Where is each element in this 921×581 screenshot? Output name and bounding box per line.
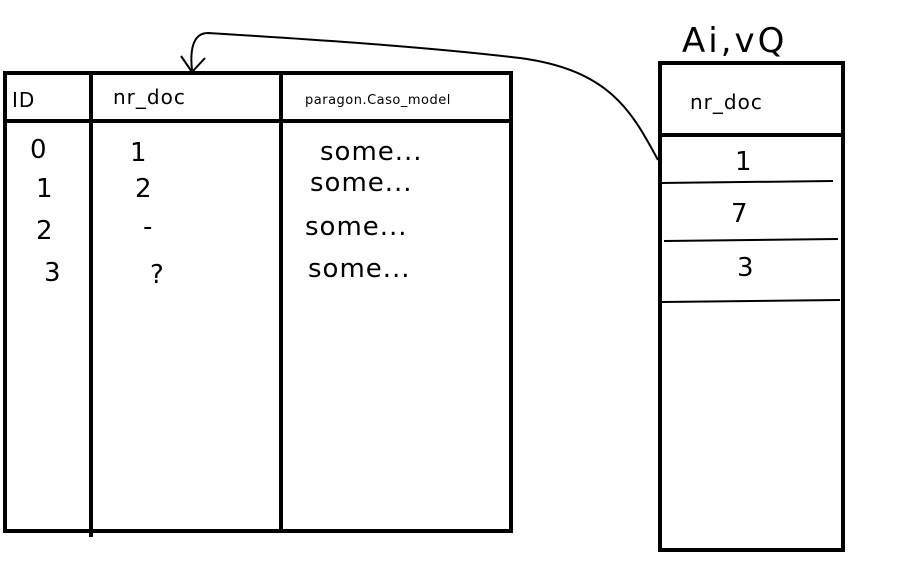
right-table-title: Ai,vQ <box>682 21 788 61</box>
right-header-nr-doc: nr_doc <box>690 90 763 114</box>
right-row-1-value: 7 <box>731 199 749 229</box>
right-row-0-value: 1 <box>735 147 753 177</box>
right-table-outline <box>658 61 845 552</box>
relationship-arrow <box>180 31 659 161</box>
left-row-1-nr-doc: 2 <box>135 174 153 204</box>
left-row-3-nr-doc: ? <box>150 260 165 290</box>
left-row-0-id: 0 <box>30 135 48 165</box>
left-row-0-text: some... <box>320 137 423 167</box>
left-row-0-nr-doc: 1 <box>130 138 148 168</box>
left-row-3-text: some... <box>308 254 411 284</box>
left-table-outline <box>3 71 513 537</box>
left-row-3-id: 3 <box>44 258 62 288</box>
left-header-id: ID <box>12 88 36 112</box>
left-row-1-id: 1 <box>36 174 54 204</box>
left-header-nr-doc: nr_doc <box>113 85 186 109</box>
left-row-2-nr-doc: - <box>143 212 154 242</box>
right-row-2-value: 3 <box>737 253 755 283</box>
left-row-2-id: 2 <box>36 216 54 246</box>
left-row-2-text: some... <box>305 212 408 242</box>
left-row-1-text: some... <box>310 168 413 198</box>
left-header-text-column: paragon.Caso_model <box>305 93 451 108</box>
